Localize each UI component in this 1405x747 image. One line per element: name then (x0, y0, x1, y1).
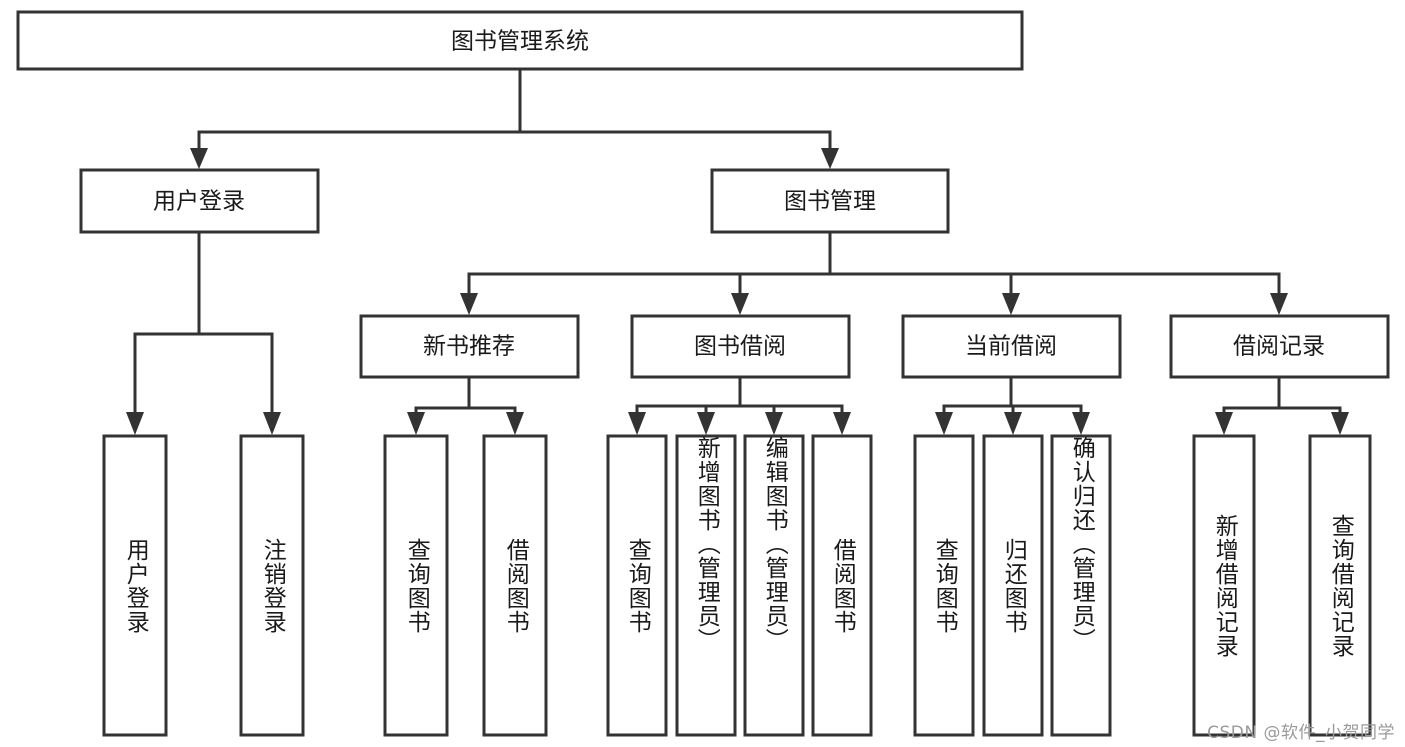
leaf-box-add-book-admin[interactable] (675, 434, 737, 737)
arrow-head-user-login (190, 148, 208, 169)
node-book-management-label: 图书管理 (784, 189, 876, 215)
leaf-box-borrow-book-recommend[interactable] (482, 434, 548, 737)
csdn-watermark: CSDN @软件_小贺同学 (1207, 723, 1395, 743)
connector-current-borrow-to-leaves (935, 375, 1090, 435)
leaf-box-query-book-recommend[interactable] (383, 434, 449, 737)
connector-new-book-recommend-to-leaves (407, 375, 524, 435)
arrow-head-leaf-borrow-book-recommend (506, 412, 524, 435)
leaf-box-edit-book-admin[interactable] (743, 434, 805, 737)
arrow-head-borrow-record (1270, 293, 1288, 315)
node-borrow-record-box[interactable] (1169, 314, 1390, 379)
leaf-box-add-borrow-record[interactable] (1192, 434, 1256, 737)
connector-borrow-record-to-leaves (1215, 375, 1349, 435)
arrow-head-leaf-user-logout (263, 412, 281, 435)
leaf-box-user-logout[interactable] (239, 434, 305, 737)
connector-book-borrow-to-leaves (628, 375, 851, 435)
node-user-login[interactable]: 用户登录 (79, 168, 320, 234)
leaf-box-query-borrow-record[interactable] (1308, 434, 1372, 737)
leaf-box-query-book-borrow[interactable] (606, 434, 668, 737)
leaf-box-confirm-return-admin[interactable] (1050, 434, 1112, 737)
arrow-head-leaf-confirm-return-admin (1072, 412, 1090, 435)
leaf-box-borrow-book[interactable] (811, 434, 873, 737)
node-book-management-box[interactable] (710, 168, 950, 234)
node-user-login-box[interactable] (79, 168, 320, 234)
arrow-head-leaf-query-book-recommend (407, 412, 425, 435)
node-book-management[interactable]: 图书管理 (710, 168, 950, 234)
node-root-box[interactable] (16, 10, 1024, 71)
node-root[interactable]: 图书管理系统 (16, 10, 1024, 71)
node-user-login-label: 用户登录 (153, 189, 245, 215)
arrow-head-current-borrow (1002, 293, 1020, 315)
leaf-box-return-book[interactable] (982, 434, 1044, 737)
arrow-head-new-book-recommend (460, 293, 478, 315)
node-current-borrow[interactable]: 当前借阅 (901, 314, 1122, 379)
arrow-head-leaf-borrow-book (833, 412, 851, 435)
arrow-head-leaf-add-borrow-record (1215, 412, 1233, 435)
arrow-head-leaf-query-book-borrow (628, 412, 646, 435)
node-borrow-record-label: 借阅记录 (1233, 334, 1325, 360)
connector-book-management-to-level3 (460, 230, 1288, 315)
arrow-head-leaf-return-book (1004, 412, 1022, 435)
arrow-head-leaf-edit-book-admin (765, 412, 783, 435)
node-new-book-recommend-label: 新书推荐 (423, 334, 515, 360)
node-book-borrow-label: 图书借阅 (694, 334, 786, 360)
arrow-head-book-borrow (731, 293, 749, 315)
node-new-book-recommend-box[interactable] (359, 314, 580, 379)
arrow-head-leaf-query-borrow-record (1331, 412, 1349, 435)
arrow-head-leaf-add-book-admin (697, 412, 715, 435)
connector-user-login-to-leaves (126, 230, 281, 435)
node-borrow-record[interactable]: 借阅记录 (1169, 314, 1390, 379)
node-new-book-recommend[interactable]: 新书推荐 (359, 314, 580, 379)
node-current-borrow-label: 当前借阅 (965, 334, 1057, 360)
node-root-label: 图书管理系统 (451, 29, 589, 55)
node-book-borrow-box[interactable] (630, 314, 851, 379)
leaf-box-user-login[interactable] (102, 434, 168, 737)
arrow-head-leaf-user-login (126, 412, 144, 435)
node-book-borrow[interactable]: 图书借阅 (630, 314, 851, 379)
connector-root-to-level2 (190, 67, 839, 169)
leaf-box-query-book-current[interactable] (913, 434, 975, 737)
arrow-head-leaf-query-book-current (935, 412, 953, 435)
leaf-boxes (102, 434, 1372, 737)
arrow-head-book-management (821, 148, 839, 169)
node-current-borrow-box[interactable] (901, 314, 1122, 379)
